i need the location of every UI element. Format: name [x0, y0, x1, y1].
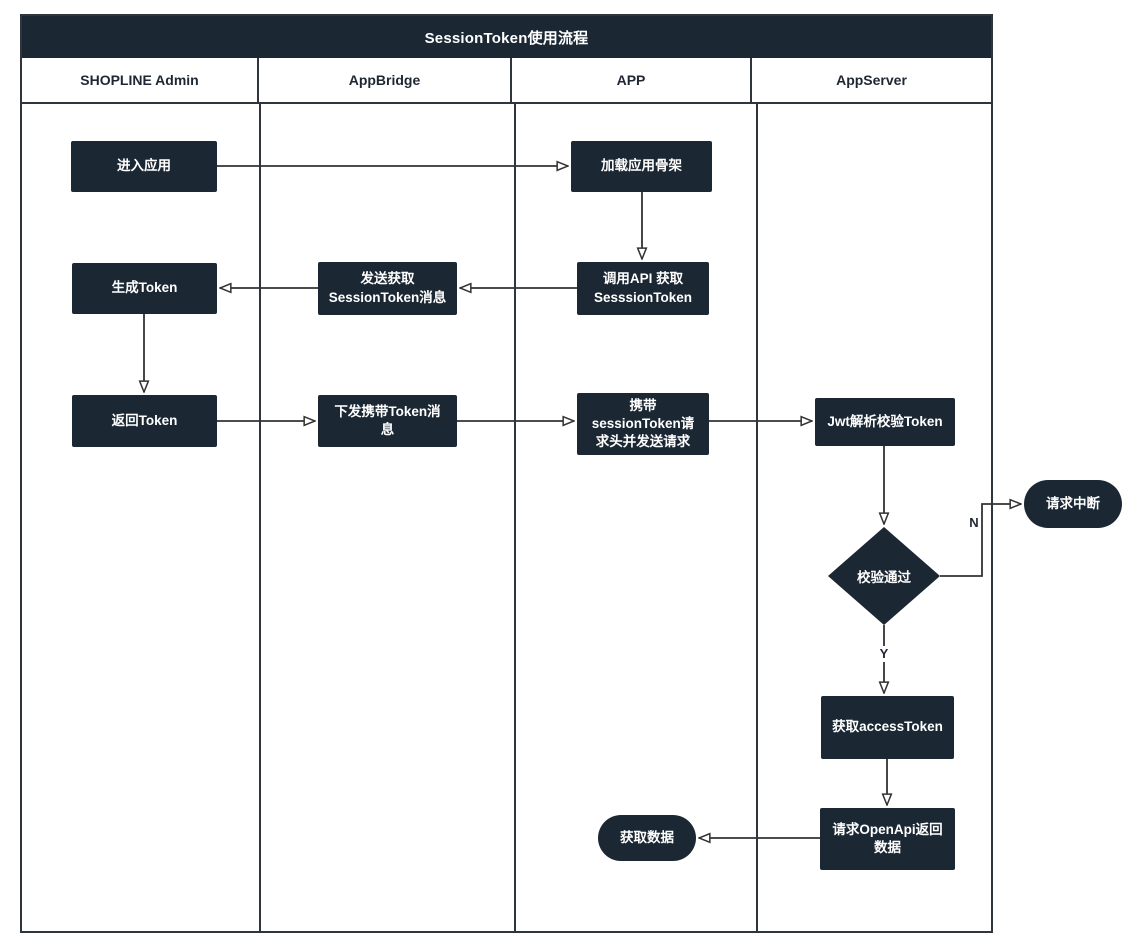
node-call-api-get-token: 调用API 获取 SesssionToken — [577, 262, 709, 315]
lane-header-shopline-admin: SHOPLINE Admin — [22, 58, 259, 102]
edge-label-yes: Y — [876, 646, 892, 662]
node-dispatch-token-msg: 下发携带Token消 息 — [318, 395, 457, 447]
diagram-title-bar: SessionToken使用流程 — [22, 16, 991, 58]
lane-header-label: APP — [616, 72, 646, 88]
node-send-get-token-msg: 发送获取 SessionToken消息 — [318, 262, 457, 315]
lane-divider-1 — [259, 102, 261, 931]
node-load-skeleton: 加载应用骨架 — [571, 141, 712, 192]
lane-header-row: SHOPLINE Admin AppBridge APP AppServer — [22, 58, 991, 104]
node-enter-app: 进入应用 — [71, 141, 217, 192]
edge-label-no: N — [969, 515, 979, 530]
terminal-request-interrupt: 请求中断 — [1024, 480, 1122, 528]
node-request-openapi: 请求OpenApi返回 数据 — [820, 808, 955, 870]
lane-header-appbridge: AppBridge — [259, 58, 512, 102]
decision-verify-pass: 校验通过 — [828, 527, 940, 625]
lane-header-app: APP — [512, 58, 752, 102]
lane-divider-3 — [756, 102, 758, 931]
node-get-access-token: 获取accessToken — [821, 696, 954, 759]
lane-header-label: AppBridge — [348, 72, 421, 88]
lane-header-appserver: AppServer — [752, 58, 991, 102]
lane-divider-2 — [514, 102, 516, 931]
decision-label: 校验通过 — [857, 570, 911, 585]
terminal-get-data: 获取数据 — [598, 815, 696, 861]
node-return-token: 返回Token — [72, 395, 217, 447]
node-generate-token: 生成Token — [72, 263, 217, 314]
diagram-title: SessionToken使用流程 — [424, 29, 589, 47]
node-carry-token-request: 携带 sessionToken请 求头并发送请求 — [577, 393, 709, 455]
lane-header-label: SHOPLINE Admin — [80, 72, 199, 88]
lane-header-label: AppServer — [836, 72, 907, 88]
node-jwt-verify: Jwt解析校验Token — [815, 398, 955, 446]
